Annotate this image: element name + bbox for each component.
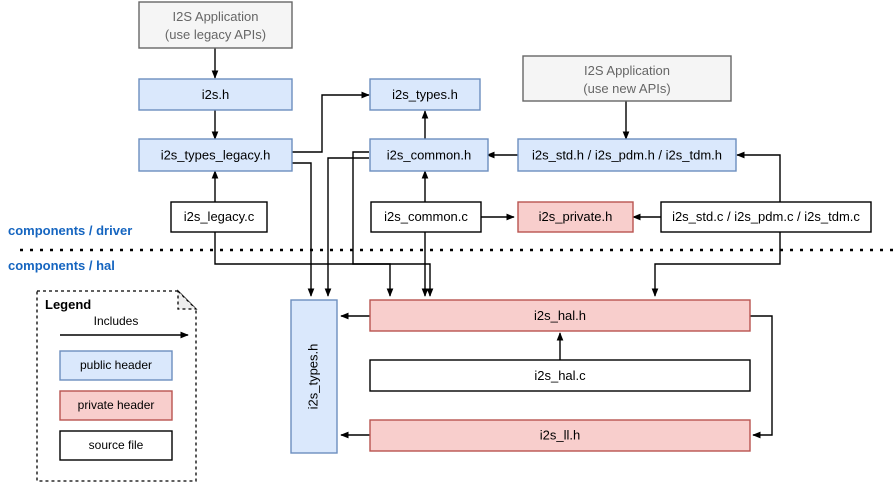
legend-label-public-header: public header — [80, 358, 152, 372]
node-i2s-hal-h[interactable]: i2s_hal.h — [369, 299, 751, 332]
i2s-legacy-c-label: i2s_legacy.c — [184, 209, 255, 224]
i2s-common-h-box — [369, 138, 489, 172]
legend-label-private-header: private header — [78, 398, 155, 412]
i2s-common-h-label: i2s_common.h — [387, 147, 472, 162]
i2s-h-box — [138, 78, 293, 111]
i2s-hal-c-box — [369, 359, 751, 392]
i2s-common-c-label: i2s_common.c — [384, 209, 468, 224]
i2s-std-c-label: i2s_std.c / i2s_pdm.c / i2s_tdm.c — [672, 209, 860, 224]
node-i2s-types-h-top[interactable]: i2s_types.h — [369, 78, 481, 111]
node-i2s-legacy-c[interactable]: i2s_legacy.c — [170, 201, 268, 233]
i2s-hal-h-label: i2s_hal.h — [534, 308, 586, 323]
i2s-hal-c-label: i2s_hal.c — [534, 368, 586, 383]
app-new-label-line2: (use new APIs) — [583, 81, 670, 96]
legend: Legend Includes public header private he… — [36, 289, 198, 482]
i2s-private-h-label: i2s_private.h — [539, 209, 613, 224]
edge-std-c-to-hal-h — [651, 232, 781, 297]
legend-swatch-source-file — [59, 430, 173, 461]
node-app-legacy[interactable]: I2S Application (use legacy APIs) — [138, 1, 293, 49]
node-i2s-common-h[interactable]: i2s_common.h — [369, 138, 489, 172]
i2s-common-c-box — [370, 201, 482, 233]
node-i2s-types-h-hal[interactable]: i2s_types.h — [290, 299, 338, 454]
node-i2s-types-legacy-h[interactable]: i2s_types_legacy.h — [138, 138, 293, 172]
legend-swatch-private-header — [59, 390, 173, 421]
node-i2s-std-c[interactable]: i2s_std.c / i2s_pdm.c / i2s_tdm.c — [660, 201, 872, 233]
i2s-types-h-top-box — [369, 78, 481, 111]
edge-common-h-down-to-hal-h — [352, 151, 434, 297]
i2s-private-h-box — [517, 201, 634, 233]
node-i2s-std-h[interactable]: i2s_std.h / i2s_pdm.h / i2s_tdm.h — [517, 138, 737, 172]
edge-legacy-c-to-hal-h — [214, 232, 394, 297]
node-i2s-h[interactable]: i2s.h — [138, 78, 293, 111]
zone-label-hal: components / hal — [8, 258, 115, 273]
node-i2s-ll-h[interactable]: i2s_ll.h — [369, 419, 751, 452]
app-new-box — [522, 55, 732, 102]
legend-title: Legend — [45, 297, 91, 312]
node-i2s-hal-c[interactable]: i2s_hal.c — [369, 359, 751, 392]
node-i2s-common-c[interactable]: i2s_common.c — [370, 201, 482, 233]
edge-types-legacy-to-hal-types — [292, 162, 315, 297]
legend-includes-label: Includes — [94, 314, 139, 328]
i2s-std-c-box — [660, 201, 872, 233]
app-legacy-label-line1: I2S Application — [172, 9, 258, 24]
i2s-types-h-hal-box — [290, 299, 338, 454]
i2s-hal-h-box — [369, 299, 751, 332]
i2s-types-h-top-label: i2s_types.h — [392, 87, 458, 102]
i2s-types-legacy-h-label: i2s_types_legacy.h — [161, 147, 271, 162]
edge-std-c-to-std-h — [736, 151, 781, 202]
node-i2s-private-h[interactable]: i2s_private.h — [517, 201, 634, 233]
zone-label-driver: components / driver — [8, 223, 132, 238]
node-app-new[interactable]: I2S Application (use new APIs) — [522, 55, 732, 102]
i2s-types-legacy-h-box — [138, 138, 293, 172]
i2s-legacy-c-box — [170, 201, 268, 233]
legend-label-source-file: source file — [89, 438, 144, 452]
app-legacy-box — [138, 1, 293, 49]
i2s-types-h-hal-label: i2s_types.h — [305, 344, 320, 410]
app-legacy-label-line2: (use legacy APIs) — [165, 27, 266, 42]
i2s-ll-h-label: i2s_ll.h — [540, 427, 580, 442]
edge-hal-h-to-ll-h — [750, 315, 773, 439]
app-new-label-line1: I2S Application — [584, 63, 670, 78]
edge-common-h-to-hal-types — [324, 157, 369, 297]
legend-swatch-public-header — [59, 350, 173, 381]
i2s-h-label: i2s.h — [202, 87, 229, 102]
edge-types-legacy-to-types — [292, 91, 370, 153]
i2s-std-h-label: i2s_std.h / i2s_pdm.h / i2s_tdm.h — [532, 147, 722, 162]
i2s-ll-h-box — [369, 419, 751, 452]
i2s-std-h-box — [517, 138, 737, 172]
legend-fold-corner — [177, 289, 198, 310]
